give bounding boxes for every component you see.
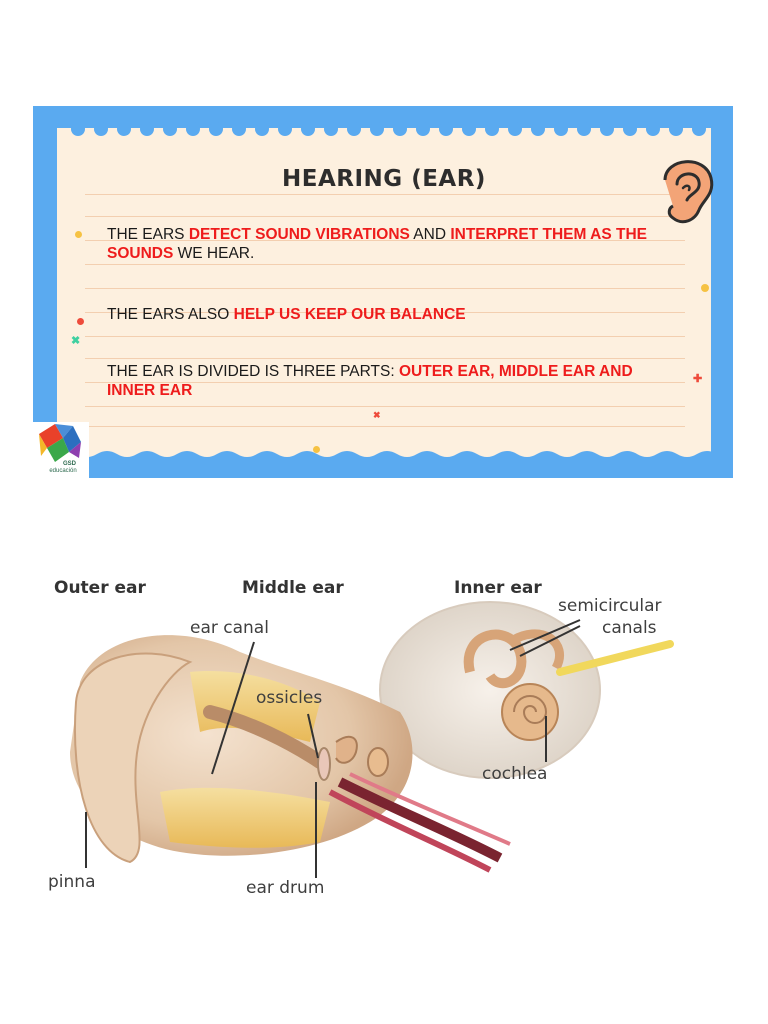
bullet-highlight-text: HELP US KEEP OUR BALANCE: [233, 306, 466, 323]
ear-anatomy-diagram: Outer ear Middle ear Inner ear ear canal…: [40, 562, 740, 907]
paper-rule: [85, 264, 685, 265]
label-ossicles: ossicles: [256, 688, 323, 708]
notebook-ring: [117, 122, 131, 136]
notebook-ring: [232, 122, 246, 136]
logo-subtitle: educación: [49, 468, 77, 474]
paper-rule: [85, 240, 685, 241]
notebook-ring: [669, 122, 683, 136]
notebook-ring: [508, 122, 522, 136]
notebook-paper: HEARING (EAR) THE EARS DETECT SOUND VIBR…: [57, 122, 714, 464]
paper-rule: [85, 336, 685, 337]
decor-dot: [701, 284, 709, 292]
bullet-text: THE EAR IS DIVIDED IS THREE PARTS:: [107, 363, 399, 380]
bullet-text: AND: [409, 226, 451, 243]
bullet-detect-sound: THE EARS DETECT SOUND VIBRATIONS AND INT…: [107, 225, 672, 263]
notebook-ring: [600, 122, 614, 136]
notebook-ring: [577, 122, 591, 136]
ear-anatomy-illustration: [70, 601, 674, 878]
notebook-ring: [255, 122, 269, 136]
bullet-highlight-text: OUTER EAR, MIDDLE EAR AND INNER EAR: [107, 363, 633, 399]
notebook-ring: [140, 122, 154, 136]
notebook-ring: [71, 122, 85, 136]
bullet-balance: THE EARS ALSO HELP US KEEP OUR BALANCE: [107, 305, 672, 324]
paper-rule: [85, 194, 685, 195]
paper-rule: [85, 382, 685, 383]
logo-brand: GSD: [63, 461, 77, 467]
paper-rule: [85, 288, 685, 289]
bullet-highlight-text: INTERPRET THEM AS THE SOUNDS: [107, 226, 647, 262]
label-canals: canals: [602, 618, 657, 638]
notebook-ring: [278, 122, 292, 136]
label-pinna: pinna: [48, 872, 96, 892]
label-inner-ear: Inner ear: [454, 578, 542, 598]
notebook-ring: [485, 122, 499, 136]
notebook-ring: [393, 122, 407, 136]
paper-torn-edge: [57, 451, 711, 464]
notebook-ring: [531, 122, 545, 136]
decor-sparkle: ✖: [373, 410, 381, 420]
paper-rule: [85, 312, 685, 313]
notebook-ring: [646, 122, 660, 136]
decor-sparkle: ✖: [71, 335, 81, 347]
notebook-ring: [94, 122, 108, 136]
notebook-ring: [301, 122, 315, 136]
notebook-ring: [439, 122, 453, 136]
paper-rule: [85, 426, 685, 427]
paper-rule: [85, 358, 685, 359]
label-ear-canal: ear canal: [190, 618, 269, 638]
bullet-highlight-text: DETECT SOUND VIBRATIONS: [188, 226, 410, 243]
label-semicircular: semicircular: [558, 596, 662, 616]
ear-icon: [663, 160, 714, 224]
notebook-ring: [370, 122, 384, 136]
notebook-ring: [209, 122, 223, 136]
bullet-three-parts: THE EAR IS DIVIDED IS THREE PARTS: OUTER…: [107, 362, 672, 400]
decor-dot: [313, 446, 320, 453]
gsd-logo: GSD educación: [33, 422, 89, 478]
notebook-ring: [554, 122, 568, 136]
decor-sparkle: ✚: [693, 373, 703, 385]
notebook-ring: [163, 122, 177, 136]
label-ear-drum: ear drum: [246, 878, 325, 898]
gsd-logo-mark: [39, 424, 81, 462]
bullet-text: THE EARS: [107, 226, 189, 243]
bullet-text: THE EARS ALSO: [107, 306, 234, 323]
slide-title: HEARING (EAR): [282, 166, 486, 192]
notebook-ring: [416, 122, 430, 136]
decor-dot: [77, 318, 84, 325]
decor-dot: [75, 231, 82, 238]
hearing-slide: HEARING (EAR) THE EARS DETECT SOUND VIBR…: [33, 106, 733, 478]
bullet-text: WE HEAR.: [173, 245, 255, 262]
notebook-ring: [692, 122, 706, 136]
label-cochlea: cochlea: [482, 764, 548, 784]
label-middle-ear: Middle ear: [242, 578, 344, 598]
notebook-ring: [347, 122, 361, 136]
notebook-ring: [623, 122, 637, 136]
paper-rule: [85, 216, 685, 217]
notebook-ring: [324, 122, 338, 136]
notebook-ring: [186, 122, 200, 136]
paper-rule: [85, 406, 685, 407]
label-outer-ear: Outer ear: [54, 578, 146, 598]
notebook-ring: [462, 122, 476, 136]
